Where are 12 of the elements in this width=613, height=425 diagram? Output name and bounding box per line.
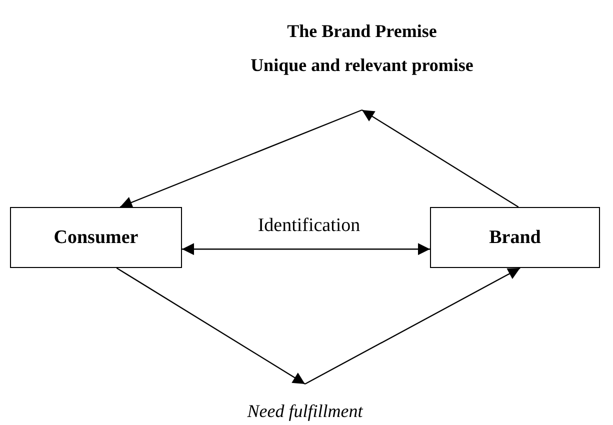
node-label: Brand (489, 226, 541, 248)
arrow (304, 267, 520, 385)
entity-box (10, 207, 182, 268)
node-label: Unique and relevant promise (250, 54, 474, 77)
arrow (362, 110, 519, 208)
arrow (182, 243, 430, 256)
node-label: Need fulfillment (247, 400, 363, 422)
entity-box (430, 207, 600, 268)
node-label: The Brand Premise (287, 20, 437, 43)
arrow (116, 267, 306, 385)
node-label: Consumer (54, 226, 138, 248)
arrow (120, 109, 362, 208)
